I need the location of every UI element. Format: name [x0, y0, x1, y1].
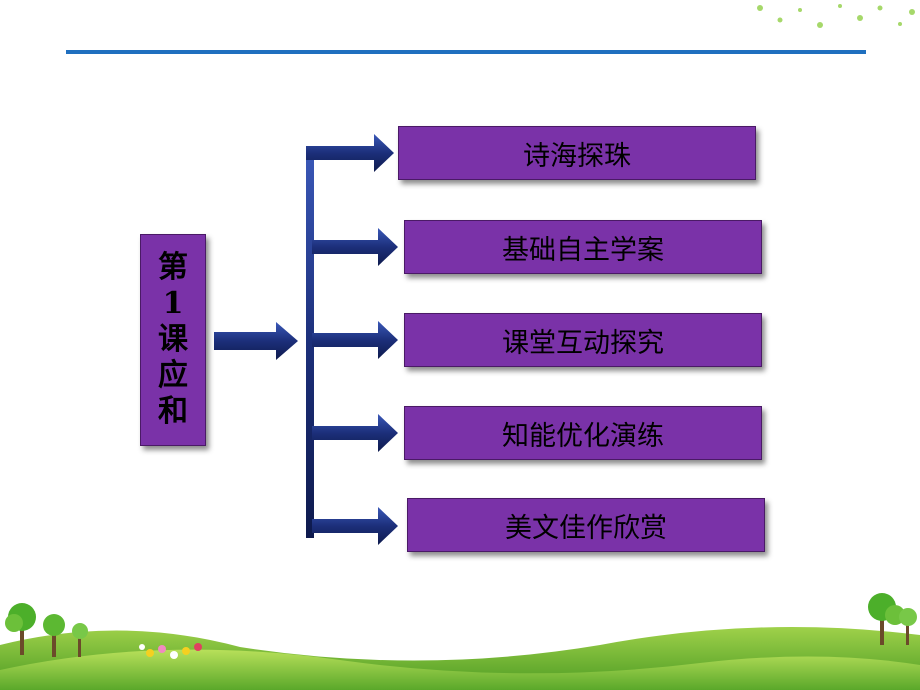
lesson-title-char: 1: [162, 286, 184, 321]
item-poetry-exploration[interactable]: 诗海探珠: [398, 126, 756, 180]
item-classroom-interaction[interactable]: 课堂互动探究: [404, 313, 762, 367]
branch-arrow-1: [306, 134, 394, 172]
branch-arrow-3: [312, 321, 398, 359]
item-basic-self-study[interactable]: 基础自主学案: [404, 220, 762, 274]
tree-icon: [5, 603, 36, 655]
item-label: 基础自主学案: [502, 234, 664, 266]
lesson-title-char: 和: [158, 394, 188, 429]
header-rule: [66, 50, 866, 54]
lesson-title-char: 课: [158, 322, 188, 357]
item-label: 美文佳作欣赏: [505, 512, 667, 544]
decorative-dots: [757, 4, 915, 28]
tree-icon: [72, 623, 88, 657]
branch-arrow-5: [312, 507, 398, 545]
lesson-title-box: 第 1 课 应 和: [140, 234, 206, 446]
branch-arrow-2: [312, 228, 398, 266]
tree-icon: [43, 614, 65, 657]
tree-icon: [899, 608, 917, 645]
landscape-decoration: [0, 593, 920, 690]
trunk-line: [306, 150, 314, 538]
lesson-title-char: 应: [158, 358, 188, 393]
item-practice-drills[interactable]: 知能优化演练: [404, 406, 762, 460]
lesson-title-char: 第: [158, 250, 188, 285]
item-label: 课堂互动探究: [502, 327, 664, 359]
item-label: 知能优化演练: [502, 420, 664, 452]
item-label: 诗海探珠: [523, 140, 631, 172]
branch-arrow-4: [312, 414, 398, 452]
flowers-icon: [139, 643, 202, 659]
main-arrow: [214, 322, 298, 360]
item-essay-appreciation[interactable]: 美文佳作欣赏: [407, 498, 765, 552]
